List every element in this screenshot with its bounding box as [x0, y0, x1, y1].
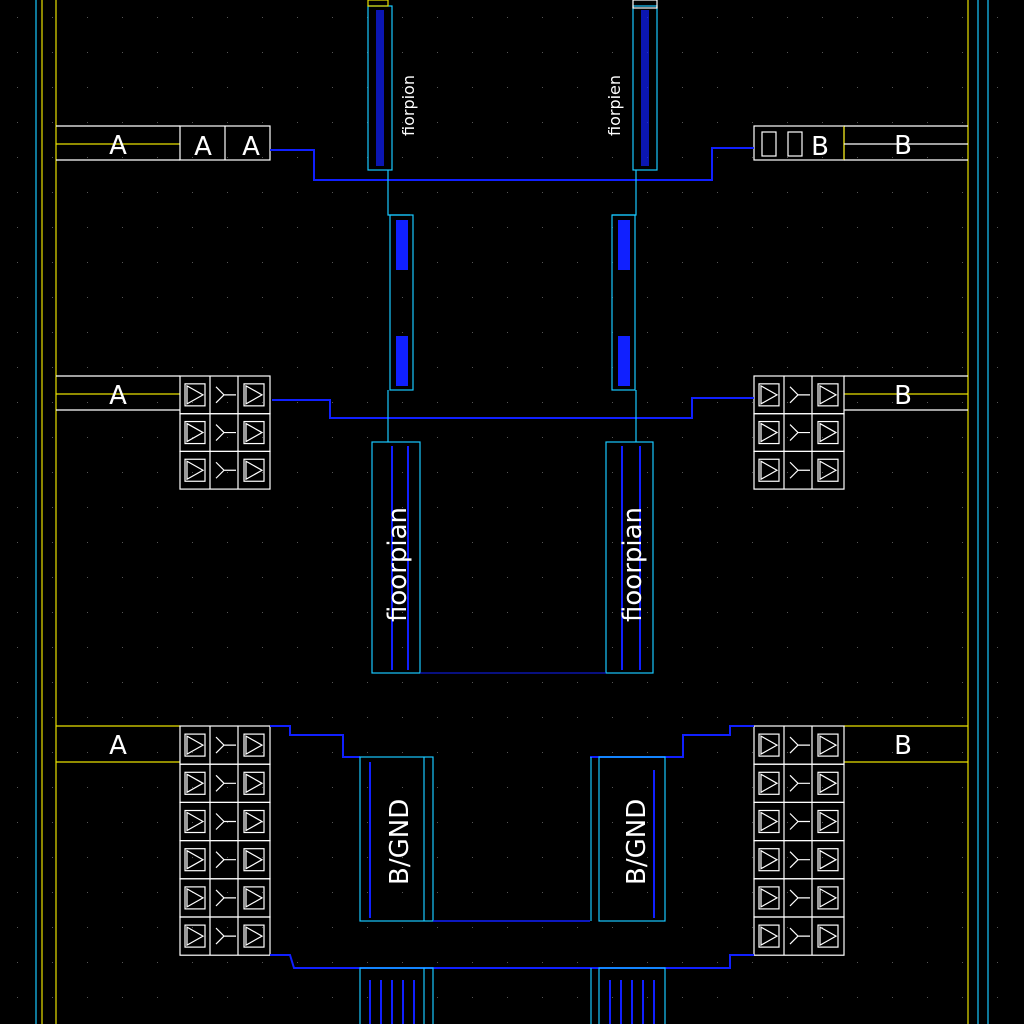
gate-icon	[817, 733, 839, 757]
gate-icon	[817, 809, 839, 834]
row3-left-cell-grid[interactable]	[179, 725, 271, 956]
component-label: B/GND	[622, 799, 652, 885]
row3-right-bus[interactable]: B	[844, 725, 968, 763]
connector-icon	[215, 851, 236, 869]
gate-icon	[184, 848, 206, 872]
connector-icon	[789, 461, 810, 479]
row1-wire	[270, 147, 754, 181]
gate-icon	[243, 420, 265, 445]
row3-left-bus[interactable]: A	[56, 725, 180, 763]
gate-icon	[758, 383, 780, 407]
gate-icon	[758, 458, 780, 482]
row2-left-bus[interactable]: A	[56, 375, 180, 411]
gate-icon	[817, 383, 839, 407]
gate-icon	[184, 924, 206, 948]
connector-icon	[215, 927, 236, 945]
bus-label: A	[109, 381, 127, 411]
component-label: B/GND	[385, 799, 415, 885]
gate-icon	[817, 771, 839, 795]
mid-component-2[interactable]: fioorpian	[605, 441, 654, 674]
row1-right-cell[interactable]: B	[753, 125, 845, 162]
connector-icon	[789, 927, 810, 945]
component-label: fiorpien	[605, 75, 624, 136]
connector-icon	[215, 813, 236, 830]
cell-label: A	[242, 132, 260, 162]
bus-label: B	[894, 731, 912, 761]
gate-icon	[184, 383, 206, 407]
top-component-2[interactable]: fiorpien	[605, 0, 658, 171]
via-stack-1	[389, 214, 414, 391]
bus-label: B	[894, 131, 912, 161]
row3-right-cell-grid[interactable]	[753, 725, 845, 956]
connector-icon	[789, 851, 810, 869]
gate-icon	[758, 848, 780, 872]
gate-icon	[243, 924, 265, 948]
via-stack-2	[611, 214, 636, 391]
gate-icon	[758, 809, 780, 834]
gate-icon	[758, 733, 780, 757]
gate-icon	[184, 420, 206, 445]
gate-icon	[817, 458, 839, 482]
row1-left-bus[interactable]: A	[56, 125, 180, 161]
gate-icon	[184, 809, 206, 834]
row1-right-bus[interactable]: B	[844, 125, 968, 161]
connector-icon	[789, 424, 810, 441]
connector-icon	[215, 386, 236, 404]
bus-label: A	[109, 731, 127, 761]
connector-icon	[789, 889, 810, 907]
gate-icon	[243, 809, 265, 834]
connector-icon	[789, 774, 810, 792]
left-power-rail	[35, 0, 57, 1024]
row2-right-cell-grid[interactable]	[753, 375, 845, 490]
connector-icon	[215, 889, 236, 907]
component-label: fiorpion	[399, 75, 418, 136]
gate-icon	[243, 733, 265, 757]
cell-label: B	[811, 132, 829, 162]
bottom-component-1	[359, 967, 434, 1024]
gate-icon	[758, 420, 780, 445]
component-label: fioorpian	[618, 507, 648, 622]
top-component-1[interactable]: fiorpion	[367, 0, 418, 171]
bottom-wire	[270, 954, 754, 969]
component-label: fioorpian	[383, 507, 413, 622]
mid-component-1[interactable]: fioorpian	[371, 441, 421, 674]
right-power-rail	[967, 0, 989, 1024]
row2-wire	[272, 397, 754, 419]
connector-icon	[215, 461, 236, 479]
gate-icon	[758, 886, 780, 910]
connector-icon	[215, 736, 236, 754]
gate-icon	[184, 733, 206, 757]
connector-icon	[215, 424, 236, 441]
bus-label: A	[109, 131, 127, 161]
gate-icon	[817, 886, 839, 910]
gate-icon	[184, 771, 206, 795]
bus-label: B	[894, 381, 912, 411]
connector-icon	[789, 813, 810, 830]
gate-icon	[243, 886, 265, 910]
gate-icon	[758, 924, 780, 948]
connector-icon	[789, 386, 810, 404]
gate-icon	[184, 458, 206, 482]
gate-icon	[243, 771, 265, 795]
connector-icon	[215, 774, 236, 792]
row2-right-bus[interactable]: B	[844, 375, 968, 411]
row3-wire-left	[270, 725, 360, 758]
gate-icon	[243, 383, 265, 407]
cell-label: A	[194, 132, 212, 162]
gate-icon	[817, 848, 839, 872]
gate-icon	[243, 458, 265, 482]
row1-left-cell[interactable]: A A	[179, 125, 271, 162]
row3-wire-right	[590, 725, 754, 758]
gate-icon	[243, 848, 265, 872]
gate-icon	[184, 886, 206, 910]
row2-left-cell-grid[interactable]	[179, 375, 271, 490]
bottom-component-2	[590, 967, 666, 1024]
gnd-component-2[interactable]: B/GND	[590, 756, 666, 922]
gate-icon	[817, 420, 839, 445]
gate-icon	[758, 771, 780, 795]
gate-icon	[817, 924, 839, 948]
gnd-component-1[interactable]: B/GND	[359, 756, 434, 922]
connector-icon	[789, 736, 810, 754]
